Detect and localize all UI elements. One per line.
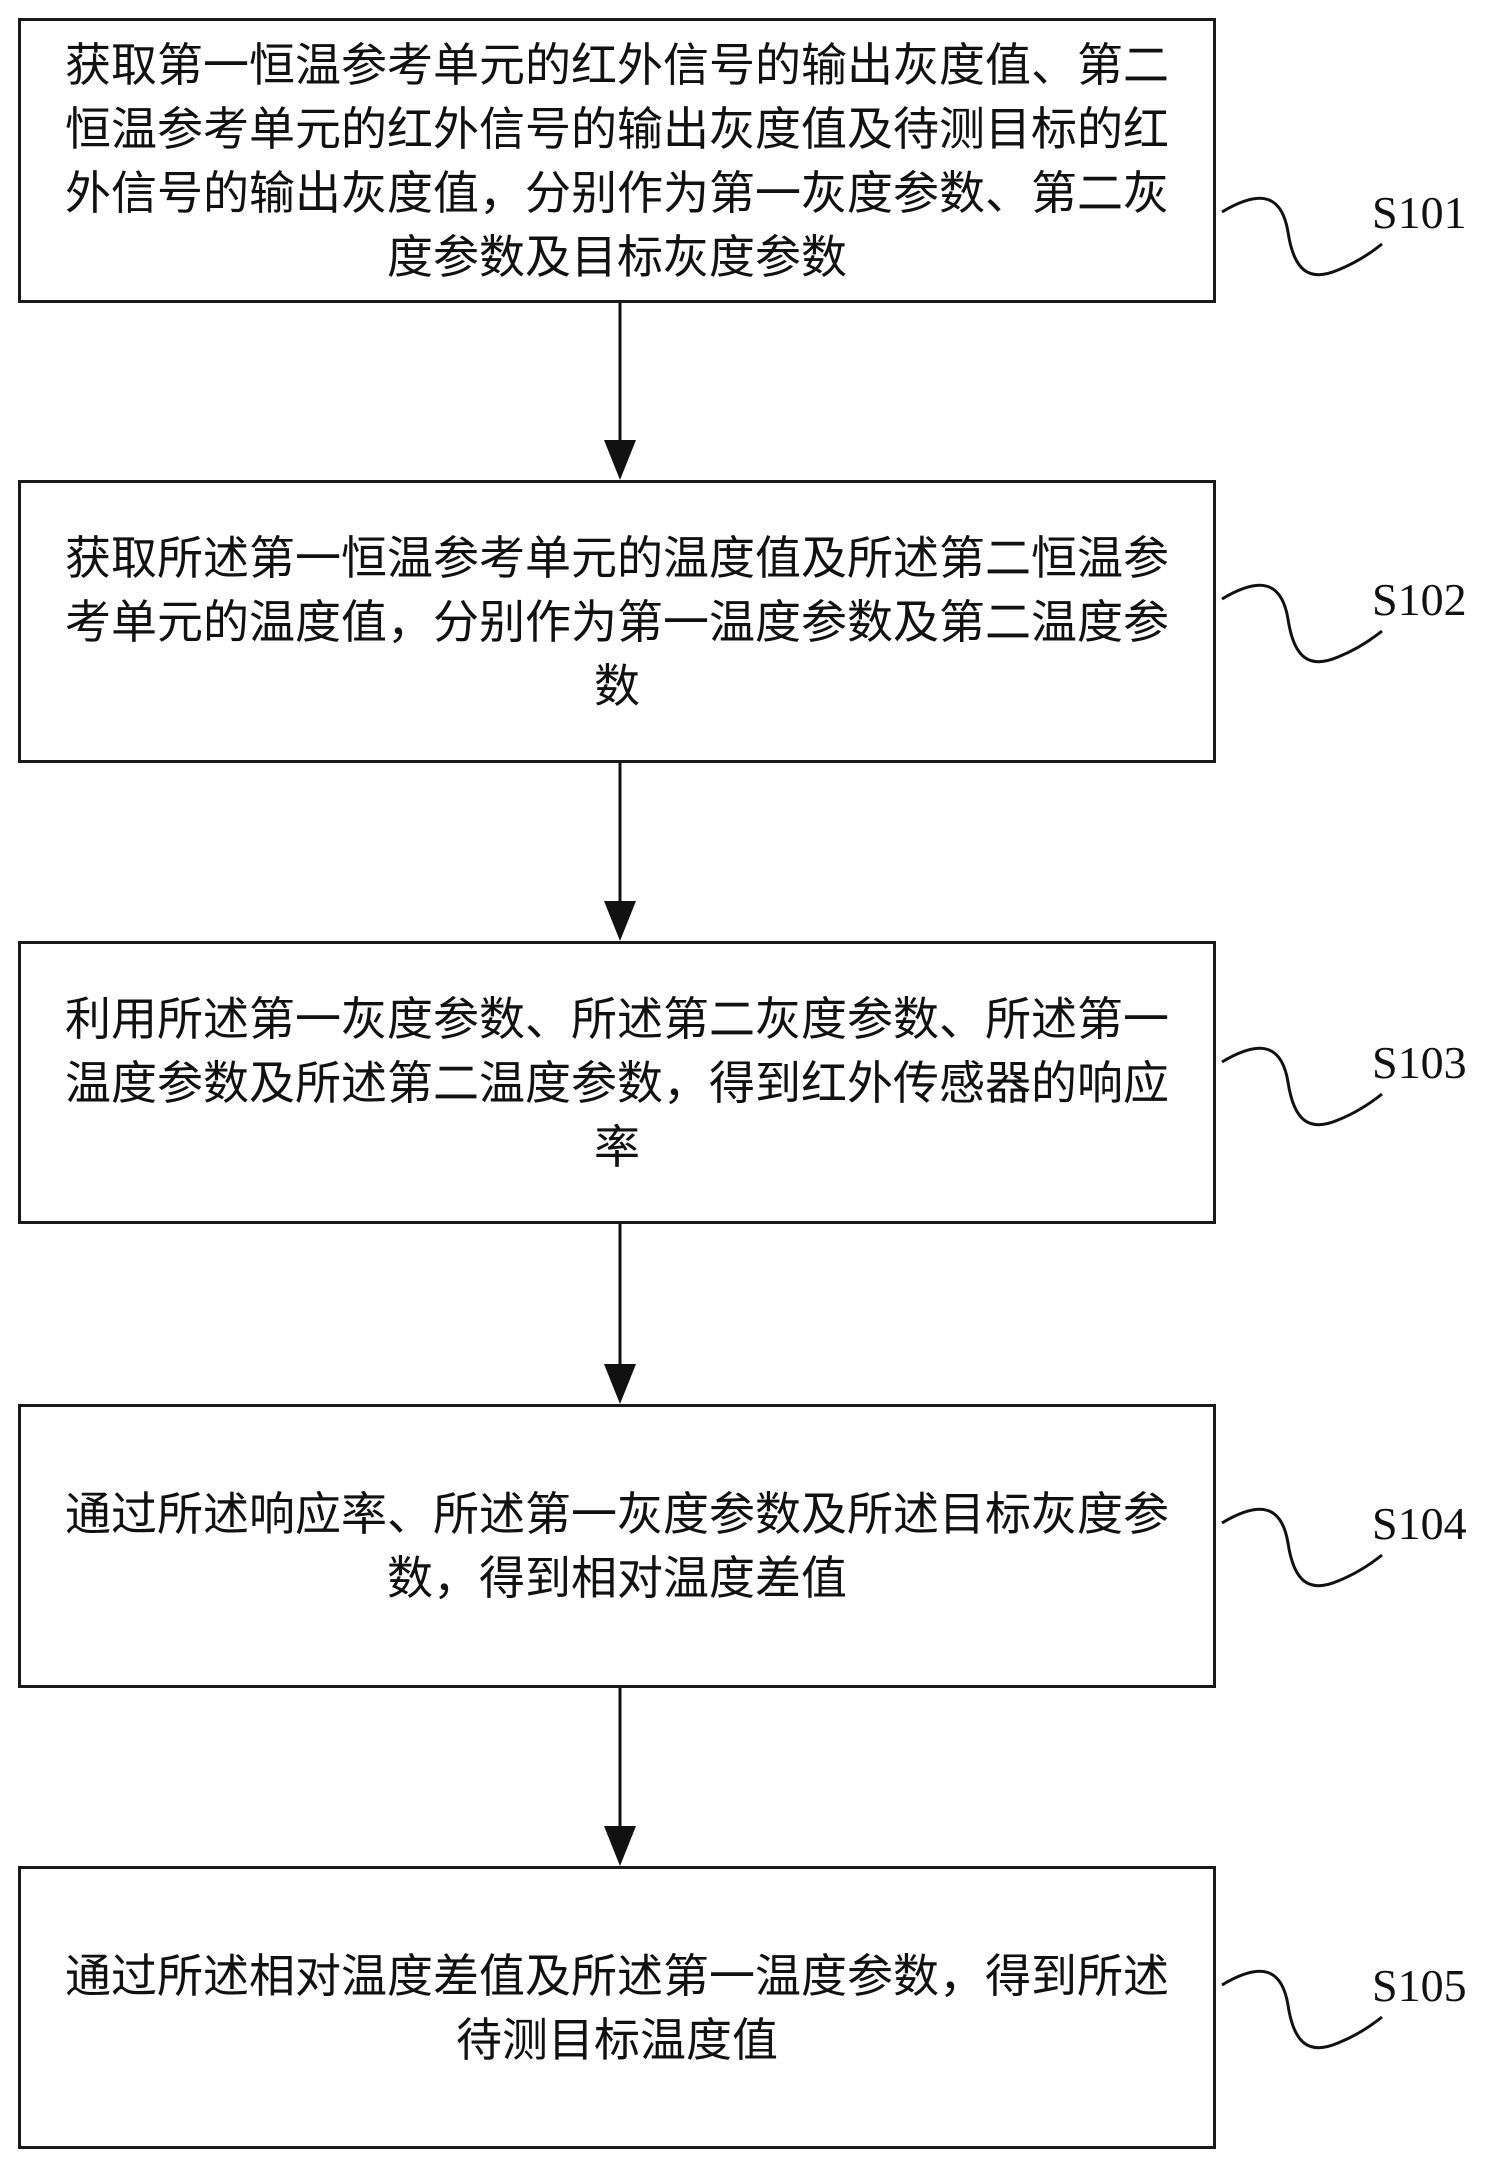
leader-line-s104 <box>1221 1507 1383 1588</box>
arrow-s101-to-s102 <box>604 303 636 480</box>
step-label-s102: S102 <box>1372 574 1467 625</box>
arrow-s104-to-s105 <box>604 1688 636 1866</box>
step-text-s103: 利用所述第一灰度参数、所述第二灰度参数、所述第一温度参数及所述第二温度参数，得到… <box>65 991 1169 1174</box>
leader-line-s105 <box>1221 1969 1383 2050</box>
step-text-s102: 获取所述第一恒温参考单元的温度值及所述第二恒温参考单元的温度值，分别作为第一温度… <box>65 530 1169 713</box>
arrow-s102-to-s103 <box>604 763 636 941</box>
step-box-s104: 通过所述响应率、所述第一灰度参数及所述目标灰度参数，得到相对温度差值 <box>18 1404 1216 1688</box>
step-text-s105: 通过所述相对温度差值及所述第一温度参数，得到所述待测目标温度值 <box>65 1948 1169 2067</box>
leader-line-s102 <box>1221 583 1383 664</box>
leader-line-s101 <box>1221 196 1383 277</box>
step-text-s104: 通过所述响应率、所述第一灰度参数及所述目标灰度参数，得到相对温度差值 <box>65 1487 1169 1605</box>
step-box-s102: 获取所述第一恒温参考单元的温度值及所述第二恒温参考单元的温度值，分别作为第一温度… <box>18 480 1216 763</box>
step-label-s103: S103 <box>1372 1037 1467 1088</box>
step-box-s103: 利用所述第一灰度参数、所述第二灰度参数、所述第一温度参数及所述第二温度参数，得到… <box>18 941 1216 1224</box>
arrow-s103-to-s104 <box>604 1224 636 1404</box>
step-text-s101: 获取第一恒温参考单元的红外信号的输出灰度值、第二恒温参考单元的红外信号的输出灰度… <box>65 37 1169 284</box>
step-box-s105: 通过所述相对温度差值及所述第一温度参数，得到所述待测目标温度值 <box>18 1866 1216 2149</box>
step-label-s105: S105 <box>1372 1960 1467 2011</box>
step-box-s101: 获取第一恒温参考单元的红外信号的输出灰度值、第二恒温参考单元的红外信号的输出灰度… <box>18 18 1216 303</box>
leader-line-s103 <box>1221 1046 1383 1127</box>
step-label-s101: S101 <box>1372 187 1467 238</box>
step-label-s104: S104 <box>1372 1498 1467 1549</box>
